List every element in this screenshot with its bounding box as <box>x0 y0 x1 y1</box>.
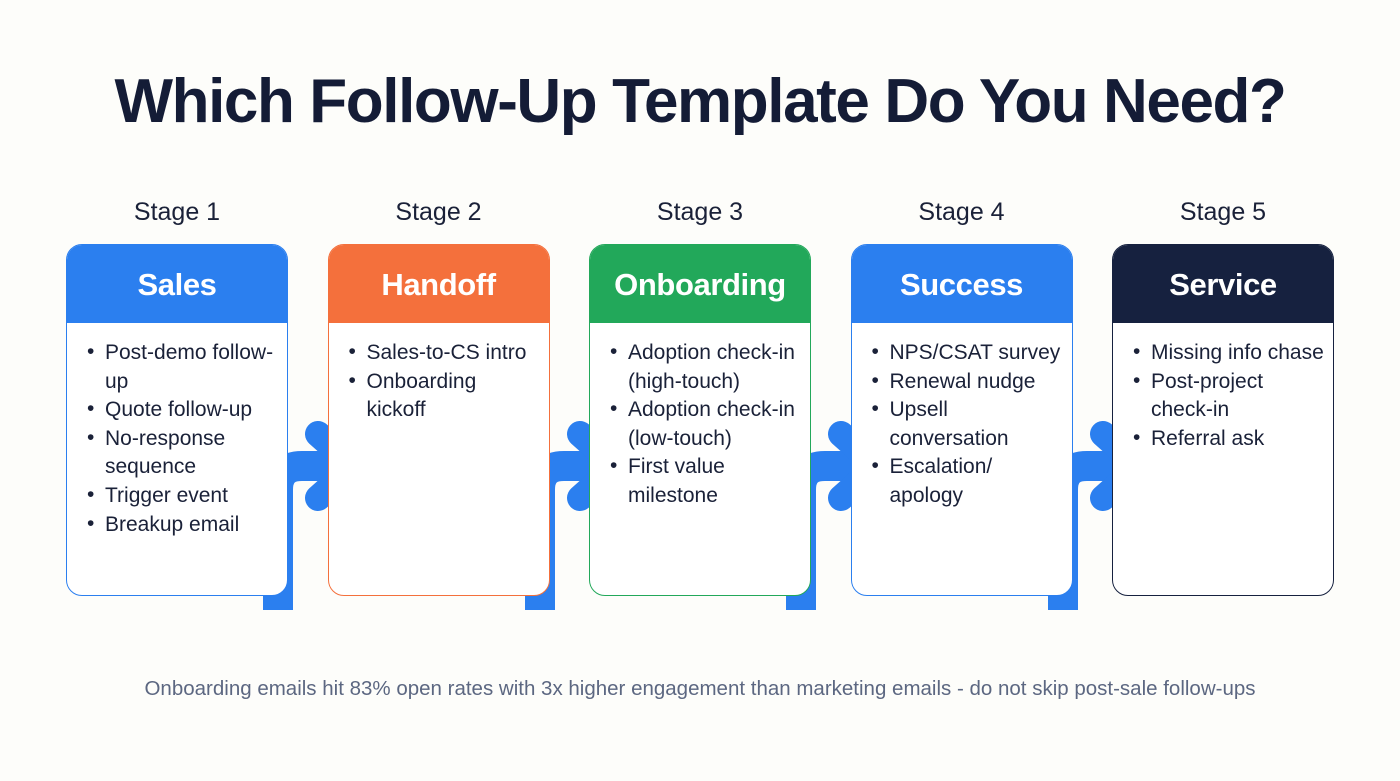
stage-list-item: NPS/CSAT survey <box>872 338 1064 368</box>
stage-label: Stage 1 <box>133 198 221 226</box>
stage-card-title: Success <box>851 245 1072 323</box>
stage-list-item: Quote follow-up <box>87 395 279 425</box>
stage-card-body: NPS/CSAT surveyRenewal nudgeUpsell conve… <box>852 323 1072 521</box>
stage-list-item: Referral ask <box>1133 424 1325 454</box>
stage-item-list: Adoption check-in (high-touch)Adoption c… <box>600 338 802 511</box>
stage-card[interactable]: OnboardingAdoption check-in (high-touch)… <box>589 244 811 596</box>
stage-label: Stage 5 <box>1179 198 1267 226</box>
stage-card-title: Handoff <box>328 245 549 323</box>
stage-card[interactable]: HandoffSales-to-CS introOnboarding kicko… <box>327 244 550 596</box>
stage-column: Stage 1 SalesPost-demo follow-upQuote fol… <box>66 198 367 625</box>
page-title: Which Follow-Up Template Do You Need? <box>114 67 1287 136</box>
stage-card[interactable]: SuccessNPS/CSAT surveyRenewal nudgeUpsel… <box>850 244 1073 596</box>
stage-list-item: Escalation/ apology <box>872 452 1064 510</box>
stage-card-title: Service <box>1113 245 1333 323</box>
stage-list-item: First value milestone <box>610 452 802 510</box>
footer-note: Onboarding emails hit 83% open rates wit… <box>144 677 1256 700</box>
stage-item-list: Sales-to-CS introOnboarding kickoff <box>339 338 541 425</box>
stage-list-item: Upsell conversation <box>872 395 1064 453</box>
stage-label: Stage 2 <box>395 198 482 226</box>
stage-list-item: Adoption check-in (low-touch) <box>610 395 802 453</box>
stage-label: Stage 4 <box>918 198 1005 226</box>
stage-list-item: No-response sequence <box>87 424 279 482</box>
stage-list-item: Sales-to-CS intro <box>349 338 541 368</box>
stage-list-item: Post-project check-in <box>1133 367 1325 425</box>
stage-list-item: Adoption check-in (high-touch) <box>610 338 802 396</box>
stage-column: Stage 4 SuccessNPS/CSAT surveyRenewal nud… <box>850 198 1152 625</box>
stage-item-list: Post-demo follow-upQuote follow-upNo-res… <box>77 338 279 540</box>
stage-column: Stage 5 ServiceMissing info chasePost-pro… <box>1112 200 1334 610</box>
stage-card-body: Post-demo follow-upQuote follow-upNo-res… <box>67 323 287 549</box>
stage-card-body: Sales-to-CS introOnboarding kickoff <box>329 323 549 435</box>
stage-item-list: Missing info chasePost-project check-inR… <box>1123 338 1325 454</box>
stage-card-title: Onboarding <box>590 245 810 323</box>
stage-flow: Stage 1 SalesPost-demo follow-upQuote fol… <box>66 198 1334 625</box>
stage-item-list: NPS/CSAT surveyRenewal nudgeUpsell conve… <box>862 338 1064 511</box>
stage-list-item: Breakup email <box>87 510 279 540</box>
stage-list-item: Missing info chase <box>1133 338 1325 368</box>
stage-column: Stage 2 HandoffSales-to-CS introOnboardin… <box>327 198 629 625</box>
stage-list-item: Trigger event <box>87 481 279 511</box>
stage-card[interactable]: ServiceMissing info chasePost-project ch… <box>1112 244 1334 596</box>
stage-card-body: Missing info chasePost-project check-inR… <box>1113 323 1333 463</box>
stage-card[interactable]: SalesPost-demo follow-upQuote follow-upN… <box>66 244 288 596</box>
stage-card-body: Adoption check-in (high-touch)Adoption c… <box>590 323 810 521</box>
stage-label: Stage 3 <box>656 198 744 226</box>
stage-list-item: Renewal nudge <box>872 367 1064 397</box>
stage-list-item: Post-demo follow-up <box>87 338 279 396</box>
stage-list-item: Onboarding kickoff <box>349 367 541 425</box>
stage-card-title: Sales <box>67 245 287 323</box>
stage-column: Stage 3 OnboardingAdoption check-in (high… <box>589 198 890 625</box>
